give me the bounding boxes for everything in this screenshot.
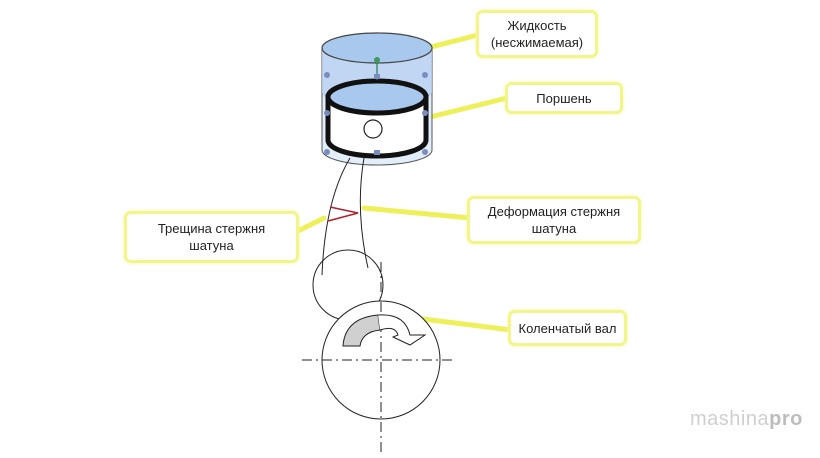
handle-dot: [374, 57, 380, 63]
callout-deformation-line1: Деформация стержня: [487, 204, 621, 219]
crack-mark: [327, 206, 359, 222]
callout-fluid: Жидкость (несжимаемая): [476, 10, 598, 58]
callout-crankshaft: Коленчатый вал: [508, 310, 627, 346]
leader-crack: [293, 215, 327, 235]
rotation-arrow-icon: [377, 314, 427, 346]
watermark-part1: mashina: [690, 408, 770, 430]
callout-deformation: Деформация стержня шатуна: [467, 196, 641, 244]
leader-crankshaft: [412, 315, 514, 333]
callout-fluid-line1: Жидкость: [507, 18, 567, 33]
callout-crack-line1: Трещина стержня: [157, 221, 266, 236]
callout-fluid-line2: (несжимаемая): [490, 35, 584, 50]
callout-crack: Трещина стержня шатуна: [124, 211, 299, 263]
connecting-rod: [321, 157, 369, 276]
callout-piston: Поршень: [505, 82, 623, 114]
watermark-logo: mashinapro: [690, 408, 803, 431]
callout-deformation-line2: шатуна: [531, 221, 577, 236]
callout-crack-line2: шатуна: [189, 238, 234, 253]
leader-deformation: [361, 205, 473, 221]
piston-pin: [363, 119, 383, 139]
callout-crankshaft-label: Коленчатый вал: [518, 320, 617, 336]
watermark-part2: pro: [769, 408, 803, 430]
center-lines: [302, 262, 452, 452]
callout-piston-label: Поршень: [536, 90, 592, 106]
piston: [324, 57, 429, 159]
